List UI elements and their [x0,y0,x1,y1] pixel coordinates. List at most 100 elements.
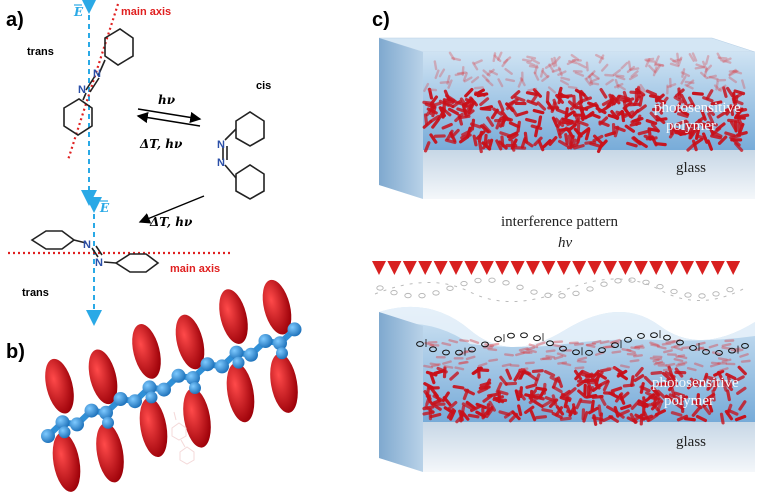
mesogen-rod [639,413,644,426]
mesogen-rod-faint [654,62,665,68]
interference-light: interference pattern hν [372,212,746,303]
ghost-molecule [614,278,622,284]
mesogen-rod [523,139,534,148]
mesogen-rod-faint [694,65,705,70]
mesogen-rod-faint [614,78,620,89]
mesogen-rod-faint [656,345,667,350]
backbone-bead [171,368,186,383]
mesogen-rod [643,134,656,141]
mesogen-rod-faint [585,72,594,80]
backbone-bead [215,359,229,374]
n-atom-6: N [95,257,103,269]
mesogen-rod [560,389,571,399]
mesogen-rod [532,108,545,115]
mesogen-rod-faint [521,71,524,82]
mesogen-rod-faint [699,71,709,80]
benzene-ring-top-left [63,98,93,136]
mesogen-rod [485,407,494,419]
mesogen-rod-faint [677,56,683,67]
mesogen-rod [620,404,632,411]
mesogen-rod-faint [626,348,636,354]
top-glass-label: glass [676,160,706,176]
mesogen-rod [650,400,661,411]
mesogen-rod-faint [584,77,592,87]
mesogen-rod [599,367,612,373]
mesogen-rod-faint [724,339,735,343]
mesogen-rod [580,96,592,103]
mesogen-rod-faint [657,364,668,367]
bottom-block-side [379,312,423,472]
mesogen-rod-faint [488,358,499,362]
mesogen-rod [531,369,544,374]
mesogen-rod-faint [695,341,706,346]
mesogen-rod [530,92,539,104]
mesogen-rod-faint [633,354,643,358]
mesogen-rod-faint [604,73,615,77]
mesogen-rod-faint [681,68,686,78]
mesogen-rod-faint [553,340,564,344]
mesogen-rod-faint [488,69,499,76]
mesogen-rod-faint [429,362,440,366]
top-block-side [379,38,423,199]
mesogen-rod [645,391,657,399]
backbone-bead [186,371,200,385]
mesogen-rod [577,120,589,127]
mesogen-rod [654,142,667,147]
mesogen-rod [438,99,450,107]
mesogen-rod [636,104,647,113]
mesogen-rod [606,405,617,413]
ghost-molecule [628,277,636,283]
mesogen-rod [516,120,521,133]
mesogen-rod [725,105,734,116]
ghost-molecule [488,277,496,283]
mesogen-rod [484,378,492,390]
mesogen-rod-faint [477,362,488,368]
mesogen-rod-faint [588,75,594,86]
mesogen-rod [517,404,523,417]
mesogen-rod-faint [492,52,497,63]
mesogen-rod-faint [644,57,655,62]
mesogen-rod-faint [630,70,639,78]
mesogen-rod [659,96,669,107]
mesogen-rod [682,103,695,109]
mesogen-rod [673,391,686,398]
mesogen-rod [578,91,584,104]
mesogen-rod [584,111,595,120]
mesogen-rod-faint [544,62,554,69]
mesogen-rod-faint [721,59,732,64]
mesogen-rod [618,98,631,102]
mesogen-rod-faint [728,76,738,84]
surface-molecule [741,342,749,349]
mesogen-rod [576,122,581,135]
mesogen-rod [654,409,666,417]
mesogen-rod-faint [540,356,550,361]
mesogen-rod-faint [553,355,564,360]
mesogen-rod [443,406,455,415]
mesogen-rod-faint [434,69,440,80]
ghost-molecule [544,292,552,298]
mesogen-rod-faint [645,59,656,63]
mesogen-rod [483,406,494,416]
mesogen-rod-faint [716,52,723,62]
mesogen-rod [734,414,747,422]
mesogen-lobe-lower [96,423,124,483]
mesogen-rod [524,405,535,415]
mesogen-rod [650,370,663,376]
mesogen-rod [442,98,455,104]
mesogen-rod [492,107,503,116]
benzene-ring-bottom-left [30,230,76,250]
mesogen-rod-faint [530,58,541,65]
mesogen-rod [598,139,608,150]
mesogen-rod-faint [728,69,739,73]
mesogen-rod-faint [740,359,751,363]
light-hv-label: hν [558,235,573,251]
mesogen-rod [691,91,704,96]
benzene-ring-top-right [104,28,134,66]
mesogen-rod [536,101,547,111]
mesogen-rod-faint [423,364,434,369]
mesogen-rod-faint [676,52,680,63]
mesogen-rod [482,123,492,134]
mesogen-rod-faint [611,350,622,354]
mesogen-rod-faint [533,64,539,75]
mesogen-rod [633,374,645,382]
